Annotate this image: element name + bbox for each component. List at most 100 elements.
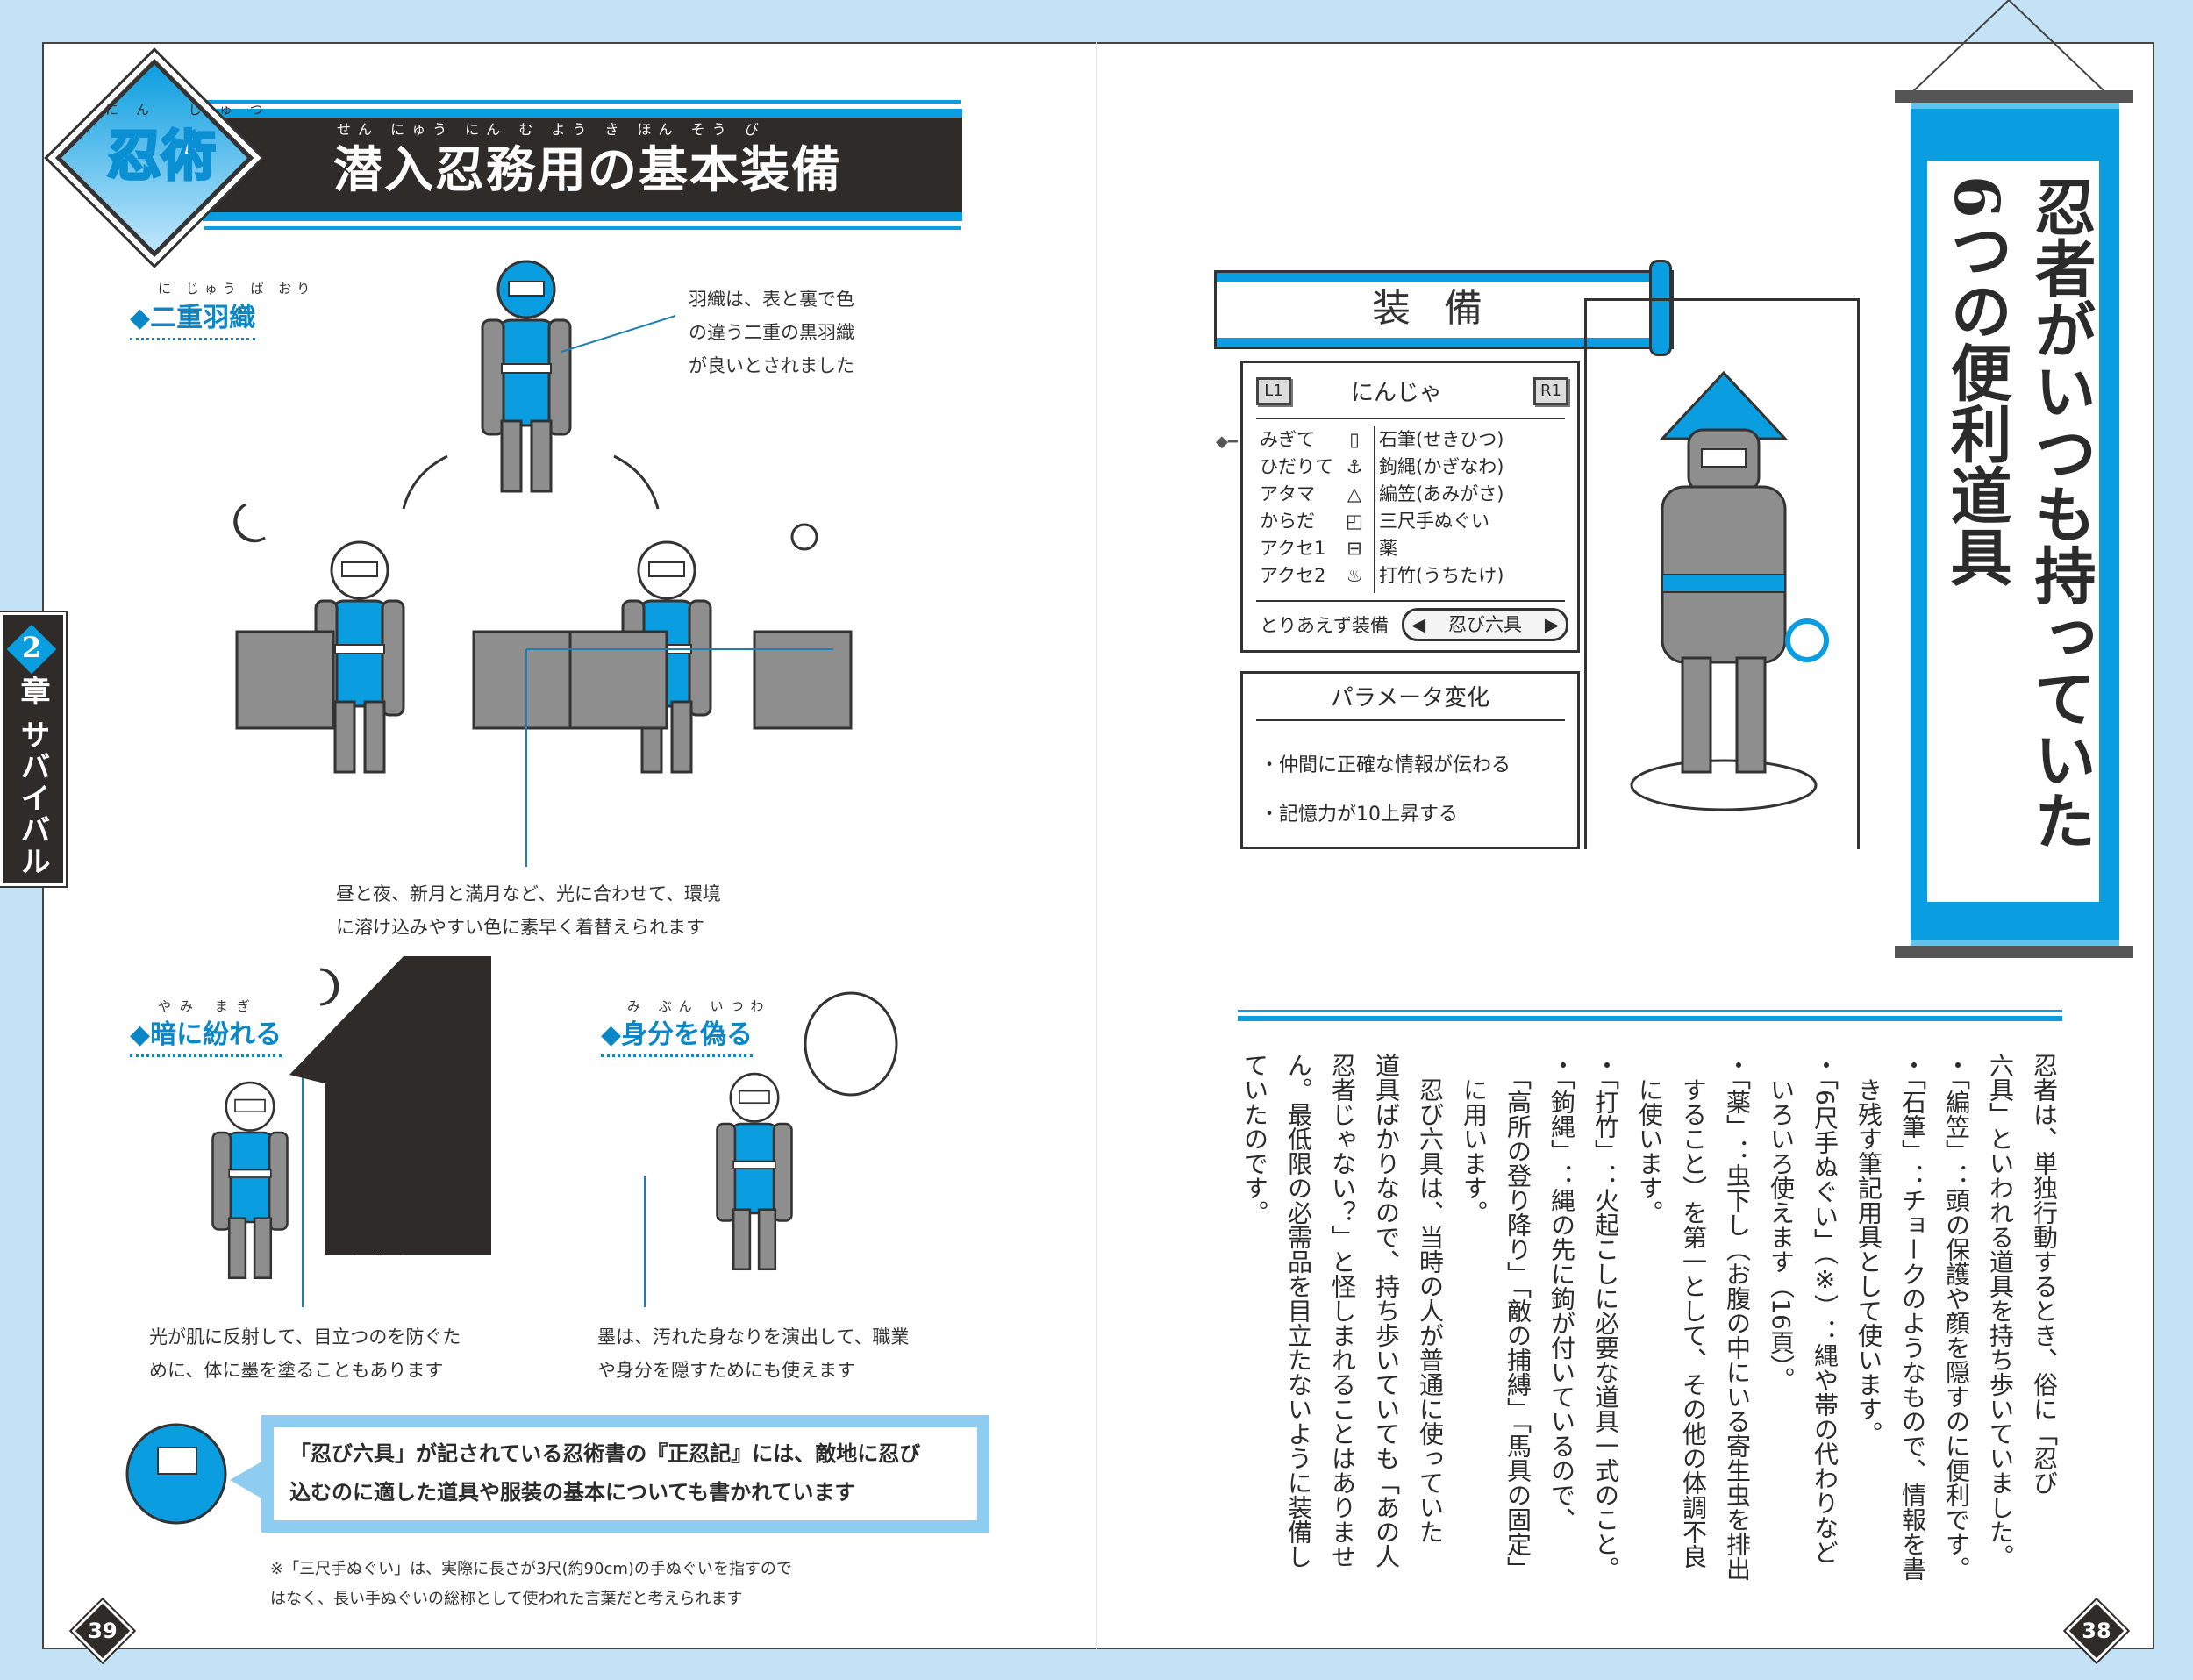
text-column: 忍び六具は、当時の人が普通に使っていた: [1416, 1053, 1445, 1544]
thought-bubble: [804, 991, 898, 1097]
slot-name: アクセ2: [1260, 565, 1326, 586]
divider: [1256, 418, 1565, 419]
scroll-title-line: 6つの便利道具: [1940, 175, 2013, 587]
carried-box: [472, 630, 572, 730]
caption-line: めに、体に墨を塗ることもあります: [149, 1360, 444, 1381]
chapter-number: 2: [21, 631, 42, 664]
body-text: 忍者は、単独行動するとき、俗に「忍び六具」といわれる道具を持ち歩いていました。・…: [1232, 1053, 2066, 1646]
equip-slot[interactable]: みぎて ▯ 石筆(せきひつ): [1260, 426, 1575, 454]
arrow-icon: [613, 454, 660, 510]
next-arrow-icon[interactable]: ▶: [1544, 614, 1559, 635]
text-column: 道具ばかりなので、持ち歩いていても「あの人: [1372, 1053, 1401, 1569]
slot-name: ひだりて: [1260, 456, 1333, 477]
equip-slot-list: みぎて ▯ 石筆(せきひつ) ひだりて ⚓ 鉤縄(かぎなわ) アタマ△編笠(あみがさ) からだ…: [1260, 426, 1575, 590]
slot-name: からだ: [1260, 511, 1315, 532]
equip-header: 装備: [1214, 270, 1674, 349]
scroll-paper: [1927, 161, 2099, 902]
ninja-haori-figure: [481, 260, 572, 493]
character-name: にんじゃ: [1351, 380, 1443, 406]
badge-ruby: にん じゅつ: [105, 102, 281, 118]
text-column: ん。最低限の必需品を目立たないように装備し: [1284, 1053, 1313, 1569]
badge-text: 忍術: [105, 123, 217, 189]
moon-icon: [233, 503, 266, 543]
caption-line: 光が肌に反射して、目立つのを防ぐた: [149, 1326, 461, 1348]
book-spread: [42, 42, 2154, 1649]
section-ruby: やみ まぎ: [158, 998, 259, 1014]
spine: [1096, 42, 1097, 1649]
r1-key[interactable]: R1: [1533, 377, 1568, 405]
text-column: ・「編笠」：頭の保護や顔を隠すのに便利です。: [1942, 1053, 1971, 1581]
equip-panel: [1240, 361, 1580, 653]
text-column: 「高所の登り降り」「敵の捕縛」「馬具の固定」: [1504, 1053, 1532, 1581]
sun-icon: [790, 523, 818, 551]
equip-slot[interactable]: ひだりて ⚓ 鉤縄(かぎなわ): [1260, 454, 1575, 481]
page-number-right: 38: [2082, 1619, 2111, 1643]
text-column: 忍者じゃない？」と怪しまれることはありませ: [1328, 1053, 1357, 1569]
param-title: パラメータ変化: [1330, 685, 1490, 711]
text-column: き残す筆記用具として使います。: [1854, 1053, 1883, 1446]
character-frame: [1584, 298, 1860, 849]
slot-item: 鉤縄(かぎなわ): [1379, 456, 1504, 477]
arrow-icon: [402, 454, 448, 510]
avatar-face: [157, 1447, 197, 1475]
divider: [1256, 719, 1565, 721]
caption-line: や身分を隠すためにも使えます: [597, 1360, 855, 1381]
slot-item: 薬: [1379, 538, 1397, 559]
text-column: ていたのです。: [1240, 1053, 1269, 1225]
hanging-string: [1911, 0, 2106, 93]
equip-slot[interactable]: アタマ△編笠(あみがさ): [1260, 481, 1575, 508]
hook-icon: ⚓: [1346, 456, 1363, 477]
equip-slot[interactable]: アクセ2 ♨ 打竹(うちたけ): [1260, 562, 1575, 590]
text-column: に使います。: [1635, 1053, 1664, 1225]
slot-item: 打竹(うちたけ): [1379, 565, 1504, 586]
pencil-icon: ▯: [1349, 429, 1360, 450]
text-column: に用います。: [1460, 1053, 1489, 1225]
param-panel: [1240, 671, 1580, 849]
slot-item: 編笠(あみがさ): [1379, 483, 1504, 504]
scroll-title-line: 忍者がいつも持っていた: [2025, 175, 2097, 851]
cloth-icon: ◰: [1346, 511, 1363, 532]
quick-equip-selector[interactable]: ◀ 忍び六具 ▶: [1402, 608, 1568, 641]
caption-line: 羽織は、表と裏で色: [689, 289, 854, 310]
divider: [1256, 600, 1565, 602]
caption-line: 昼と夜、新月と満月など、光に合わせて、環境: [336, 883, 721, 904]
scroll-rod: [1895, 946, 2133, 958]
ninja-equipped-figure: [1659, 370, 1829, 774]
text-column: すること）を第一として、その他の体調不良: [1679, 1053, 1708, 1569]
ground-shadow: [1630, 759, 1818, 811]
section-ruby: に じゅう ば おり: [158, 281, 316, 297]
carried-box: [568, 630, 668, 730]
section-double-haori: ◆二重羽織: [130, 303, 256, 340]
prev-arrow-icon[interactable]: ◀: [1411, 614, 1426, 635]
caption-dark: 光が肌に反射して、目立つのを防ぐた めに、体に墨を塗ることもあります: [149, 1320, 461, 1387]
title-ruby: せん にゅう にん む よう き ほん そう び: [337, 121, 766, 138]
equip-slot[interactable]: アクセ1⊟薬: [1260, 535, 1575, 562]
page-number-left: 39: [88, 1619, 118, 1643]
equip-slot[interactable]: からだ◰三尺手ぬぐい: [1260, 508, 1575, 535]
cursor-kunai-icon: ◆━: [1216, 433, 1238, 451]
scroll-roller: [1649, 260, 1672, 356]
chapter-label: 章 サバイバル: [15, 676, 50, 877]
caption-line: の違う二重の黒羽織: [689, 322, 854, 343]
slot-name: みぎて: [1260, 429, 1315, 450]
dark-doorway: [289, 956, 491, 1255]
slot-name: アクセ1: [1260, 538, 1326, 559]
section-disguise: ◆身分を偽る: [601, 1019, 754, 1057]
townsman-lantern-figure: [211, 1081, 289, 1280]
fire-icon: ♨: [1346, 565, 1363, 586]
text-column: 六具」といわれる道具を持ち歩いていました。: [1986, 1053, 2015, 1569]
divider: [1374, 426, 1375, 593]
carried-box: [753, 630, 853, 730]
effect-item: ・仲間に正確な情報が伝わる: [1260, 754, 1511, 776]
text-column: いろいろ使えます（16頁）。: [1767, 1053, 1796, 1391]
leader-line: [561, 315, 676, 353]
l1-key[interactable]: L1: [1256, 377, 1291, 405]
section-blend-dark: ◆暗に紛れる: [130, 1019, 282, 1057]
caption-line: が良いとされました: [689, 355, 854, 376]
slot-item: 石筆(せきひつ): [1379, 429, 1504, 450]
caption-disguise: 墨は、汚れた身なりを演出して、職業 や身分を隠すためにも使えます: [597, 1320, 909, 1387]
disguised-ninja-figure: [716, 1072, 793, 1271]
text-column: ・「薬」：虫下し（お腹の中にいる寄生虫を排出: [1723, 1053, 1752, 1581]
quick-equip-label: とりあえず装備: [1260, 615, 1389, 636]
